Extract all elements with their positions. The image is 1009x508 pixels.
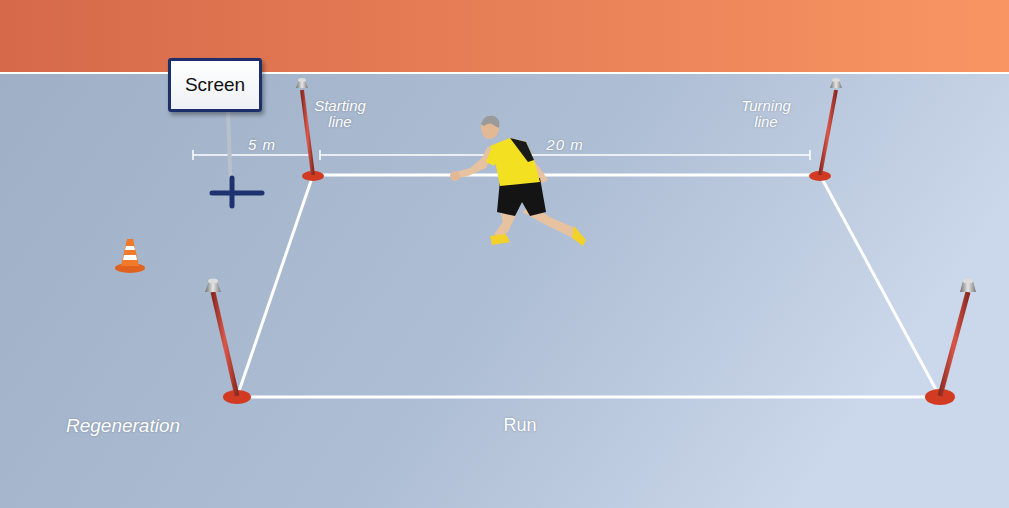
line-label: Starting line [307,98,373,130]
runner-shoe [572,226,586,246]
runner-hand [450,171,460,181]
wall-edge [0,72,1009,74]
sign-text: Screen [179,72,251,98]
zone-label: Regeneration [33,416,213,436]
line-label: Turning line [733,98,799,130]
pole-lamp [208,279,218,284]
runner-shirt [490,138,540,186]
dimension-line [320,154,810,156]
screen-sign: Screen [168,58,262,112]
dimension-label: 20 m [530,137,600,153]
stand-bar [230,178,235,206]
pole-lamp [832,78,840,82]
pole [302,90,313,175]
screen-stand [212,110,262,206]
dimension-tick [192,150,194,160]
dimension-tick [319,150,321,160]
cone-stripe [125,246,135,250]
dimension-tick [809,150,811,160]
pole [213,292,237,396]
zone-label: Run [480,416,560,435]
cone-stripe [123,255,137,260]
runner-sleeve [486,147,500,166]
dimension-label: 5 m [232,137,292,153]
pole-lamp [298,78,306,82]
back-wall [0,0,1009,74]
runner-figure [450,116,586,246]
dimension-line [193,154,311,156]
stand-bar [212,191,262,196]
poles [205,78,976,405]
pole [820,90,836,175]
runner-shoe [490,234,510,245]
cone [115,239,145,273]
runner-shirt-trim [510,138,534,162]
pole [940,292,968,396]
floor [0,74,1009,508]
cone-body [121,239,139,266]
runner-hair [481,116,499,128]
field-lines [237,175,940,397]
pole-lamp [963,279,973,284]
